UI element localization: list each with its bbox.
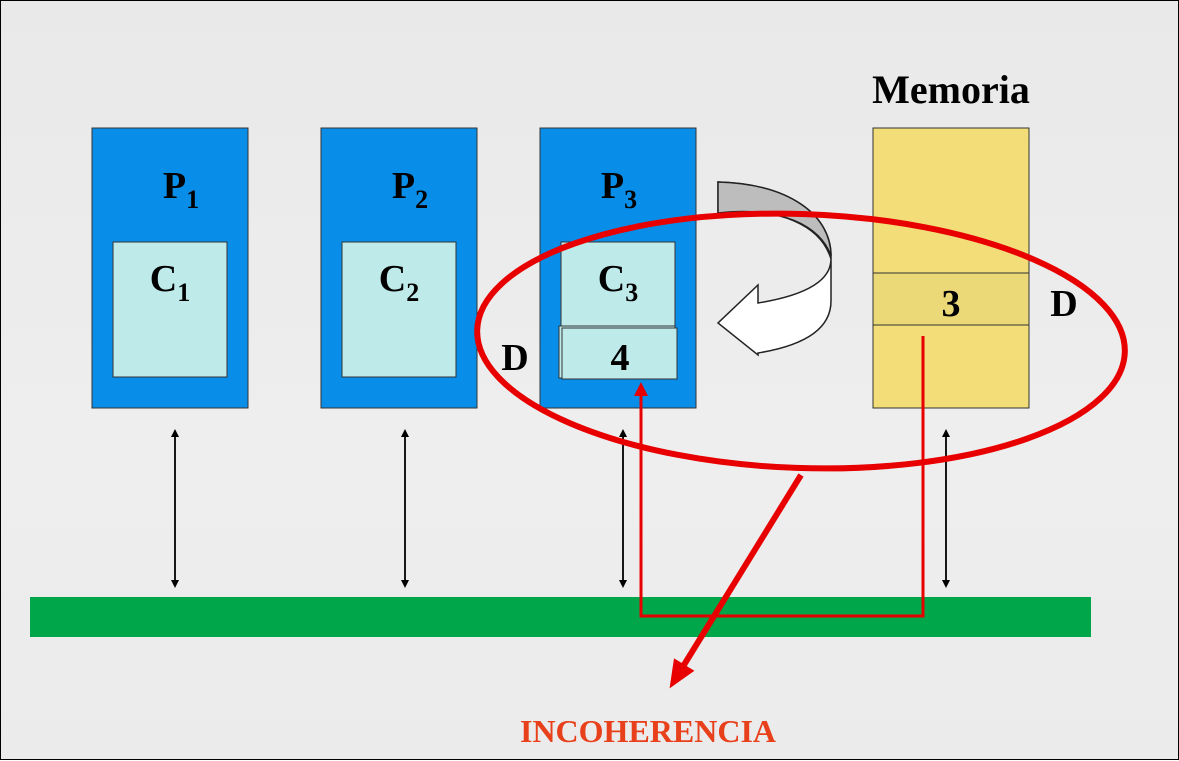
memory-block-value: 3 bbox=[942, 283, 961, 325]
data-transfer-path bbox=[634, 336, 925, 618]
memory-block-d bbox=[872, 272, 1030, 326]
incoherence-label: INCOHERENCIA bbox=[520, 713, 776, 749]
bus-connections bbox=[171, 429, 950, 588]
highlight-ellipse bbox=[474, 210, 1128, 472]
memory: Memoria 3 D bbox=[872, 67, 1078, 409]
processor-p2: P2 C2 bbox=[320, 127, 478, 409]
processor-p3: P3 C3 4 bbox=[539, 127, 697, 409]
cache-c1-label: C1 bbox=[150, 258, 190, 307]
cache-c3-label: C3 bbox=[598, 258, 638, 307]
cache-block-label: D bbox=[501, 337, 528, 379]
incoherence-pointer-arrow bbox=[669, 473, 804, 689]
cache-c1 bbox=[112, 241, 228, 378]
cache-block-value: 4 bbox=[611, 337, 630, 379]
system-bus bbox=[30, 597, 1091, 637]
processor-p3-label: P3 bbox=[601, 165, 637, 214]
cache-c2-label: C2 bbox=[379, 258, 419, 307]
processor-p1: P1 C1 bbox=[91, 127, 249, 409]
memory-title: Memoria bbox=[872, 67, 1030, 112]
processor-p1-label: P1 bbox=[163, 165, 199, 214]
cache-c2 bbox=[341, 241, 457, 378]
processor-p2-label: P2 bbox=[392, 165, 428, 214]
memory-block-label: D bbox=[1050, 283, 1077, 325]
write-curved-arrow-icon bbox=[716, 181, 832, 357]
